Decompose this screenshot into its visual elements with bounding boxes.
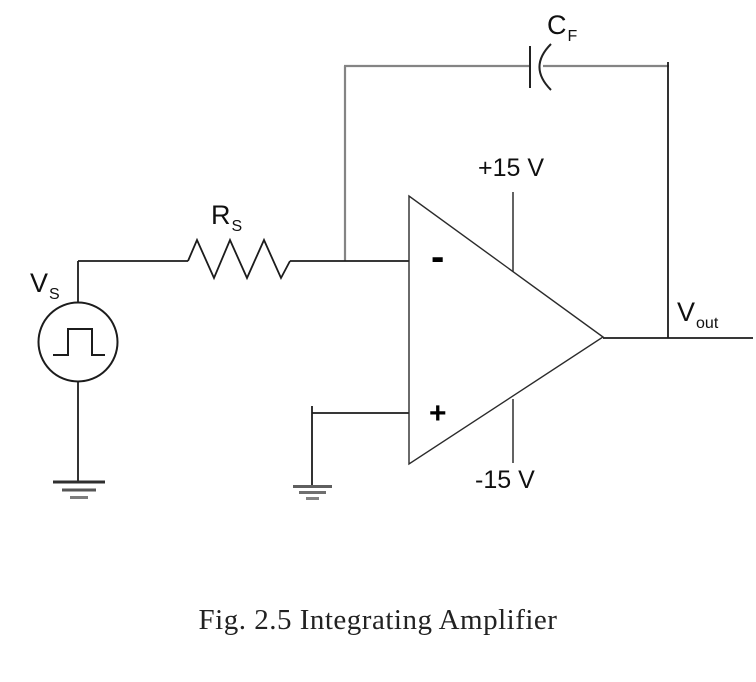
signal-wires: [77, 62, 753, 486]
capacitor-icon: [529, 43, 552, 91]
resistor-label-main: R: [211, 200, 231, 230]
output-label-main: V: [677, 297, 696, 327]
positive-supply-label: +15 V: [478, 154, 545, 182]
voltage-source-circle: [37, 301, 119, 383]
earth-ground-icon-source: [53, 480, 105, 499]
source-label-main: V: [30, 268, 49, 298]
negative-supply-label: -15 V: [475, 466, 535, 494]
resistor-label-sub: S: [231, 218, 243, 235]
feedback-wire: [343, 64, 669, 261]
capacitor-label-main: C: [547, 10, 567, 40]
capacitor-curved-plate: [538, 43, 552, 91]
pulse-waveform-icon: [53, 328, 105, 356]
earth-ground-icon-noninverting: [293, 485, 332, 500]
noninverting-input-sign: +: [429, 397, 447, 430]
inverting-input-sign: -: [431, 235, 445, 279]
figure-caption: Fig. 2.5 Integrating Amplifier: [198, 604, 558, 636]
source-label-sub: S: [49, 286, 60, 303]
voltage-source: [37, 301, 119, 383]
opamp-triangle-icon: [408, 194, 605, 466]
resistor-label: RS: [211, 200, 242, 235]
output-label: Vout: [677, 297, 718, 332]
capacitor-label-sub: F: [567, 28, 578, 45]
output-label-sub: out: [696, 315, 719, 332]
source-label: VS: [30, 268, 60, 303]
capacitor-label: CF: [547, 10, 577, 45]
resistor-zigzag-icon: [187, 237, 291, 281]
